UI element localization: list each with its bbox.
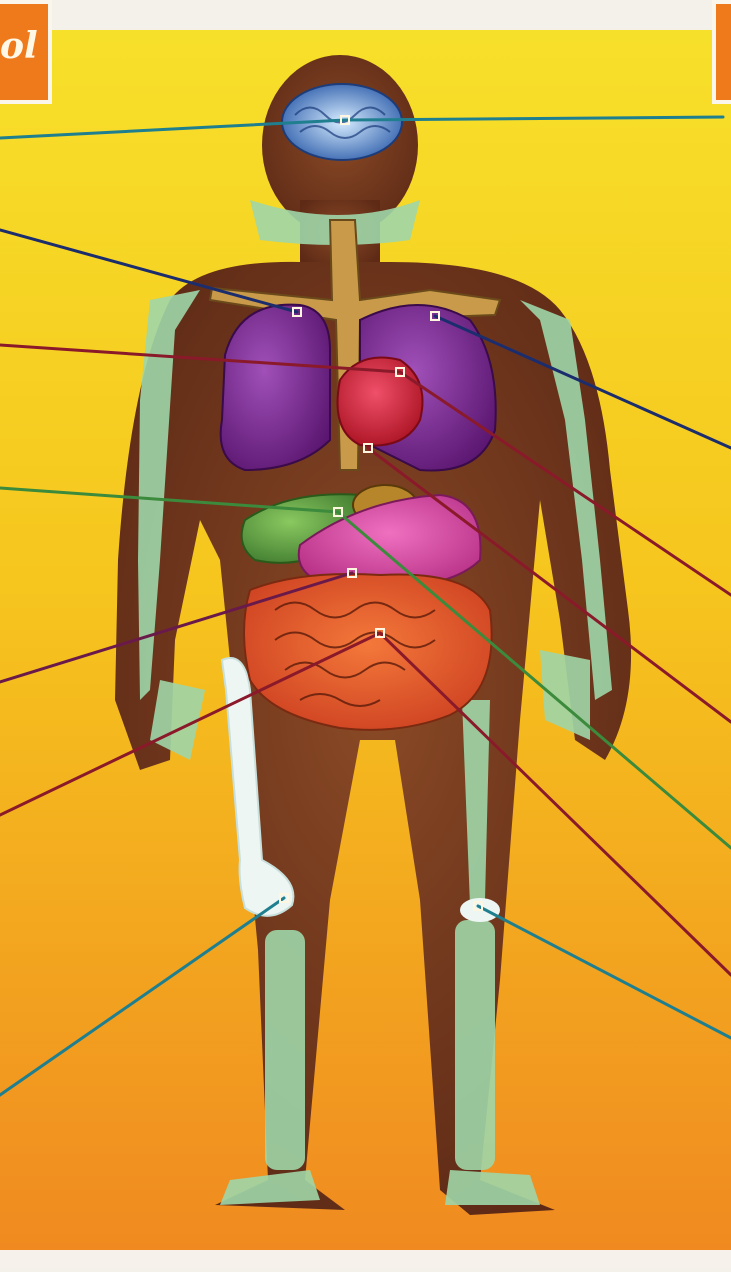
left-tab-text: ol xyxy=(0,25,38,67)
lung-right xyxy=(221,305,330,470)
left-corner-tab: ol xyxy=(0,0,52,104)
page-bottom-margin xyxy=(0,1250,731,1268)
right-corner-tab xyxy=(712,0,731,104)
